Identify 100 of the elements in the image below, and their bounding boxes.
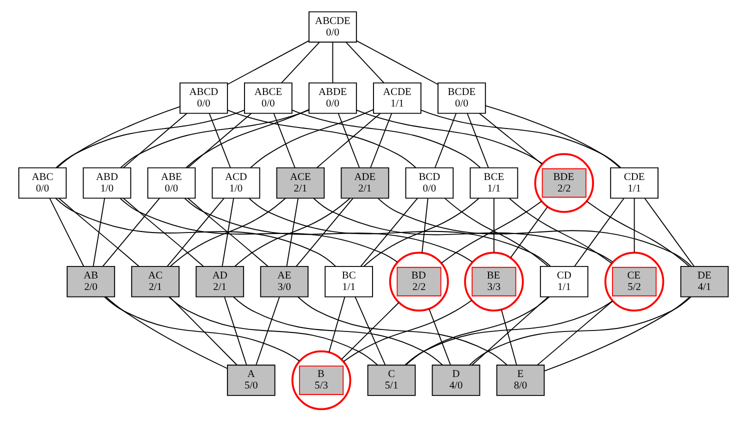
- connector: [536, 300, 614, 366]
- connector: [233, 296, 443, 366]
- connector: [370, 113, 392, 168]
- connector: [256, 296, 280, 366]
- node-box: CDE 1/1: [610, 167, 658, 199]
- connector: [273, 113, 296, 168]
- connector: [122, 198, 204, 267]
- node-box: ACDE 1/1: [373, 82, 422, 114]
- connector: [356, 40, 438, 85]
- node-circle: CE 5/2: [604, 252, 664, 312]
- node-box: BCE 1/1: [470, 167, 518, 199]
- connector: [332, 42, 334, 84]
- connector: [343, 300, 472, 362]
- connector: [187, 198, 268, 267]
- connector: [346, 42, 384, 84]
- node-circle: BDE 2/2: [534, 153, 594, 213]
- connector: [644, 198, 695, 267]
- connector: [428, 308, 451, 366]
- node-box: AE 3/0: [260, 266, 309, 298]
- node-box: ABCDE 0/0: [308, 11, 357, 43]
- connector: [186, 109, 310, 168]
- connector: [434, 113, 457, 168]
- connector: [122, 113, 188, 168]
- connector: [338, 113, 360, 168]
- connector: [405, 296, 550, 366]
- connector: [168, 296, 378, 366]
- connector: [92, 198, 106, 267]
- node-box: ABCD 0/0: [180, 82, 228, 114]
- node-box: ABDE 0/0: [308, 82, 357, 114]
- connector: [120, 198, 398, 262]
- connector: [508, 198, 612, 264]
- connector: [493, 198, 494, 253]
- connector: [544, 296, 690, 372]
- connector: [222, 198, 234, 267]
- connector: [248, 198, 551, 267]
- connector: [510, 206, 548, 258]
- node-box: AB 2/0: [66, 266, 116, 298]
- connector: [250, 109, 374, 168]
- node-box: ACE 2/1: [276, 167, 325, 199]
- connector: [227, 40, 310, 85]
- connector: [316, 113, 381, 168]
- connector: [574, 198, 624, 267]
- connector: [466, 113, 489, 168]
- node-box: A 5/0: [226, 364, 276, 396]
- connector: [500, 309, 518, 366]
- connector: [227, 110, 416, 168]
- connector: [479, 113, 542, 164]
- connector: [49, 198, 84, 267]
- connector: [292, 110, 481, 168]
- connector: [120, 110, 310, 168]
- connector: [296, 198, 354, 267]
- connector: [328, 296, 346, 353]
- connector: [208, 113, 231, 168]
- node-circle: BE 3/3: [464, 252, 524, 312]
- connector: [586, 200, 690, 267]
- node-box: D 4/0: [432, 364, 480, 396]
- connector: [55, 198, 336, 267]
- connector: [298, 296, 508, 366]
- connector: [469, 296, 692, 366]
- node-box: DE 4/1: [680, 266, 729, 298]
- node-box: ACD 1/0: [212, 167, 260, 199]
- node-box: C 5/1: [367, 364, 416, 396]
- node-box: BCD 0/0: [405, 167, 454, 199]
- connector: [104, 296, 300, 362]
- connector: [102, 198, 160, 267]
- node-box: ABD 1/0: [82, 167, 132, 199]
- connector: [56, 106, 180, 168]
- connector: [166, 198, 225, 267]
- connector: [234, 198, 350, 267]
- connector: [422, 198, 428, 254]
- connector: [420, 110, 622, 168]
- connector: [440, 200, 542, 264]
- connector: [313, 198, 613, 262]
- connector: [224, 296, 247, 366]
- connector: [187, 113, 252, 168]
- node-circle: B 5/3: [291, 350, 352, 410]
- connector: [354, 296, 386, 366]
- node-box: AD 2/1: [196, 266, 244, 298]
- connector: [184, 198, 473, 262]
- connector: [484, 105, 621, 168]
- node-box: E 8/0: [496, 364, 545, 396]
- connector: [356, 110, 543, 164]
- connector: [444, 198, 548, 267]
- node-box: AC 2/1: [131, 266, 180, 298]
- node-box: ABC 0/0: [18, 167, 67, 199]
- node-box: ABE 0/0: [147, 167, 196, 199]
- connector: [341, 302, 400, 360]
- connector: [363, 198, 480, 267]
- connector: [378, 198, 692, 267]
- node-box: BC 1/1: [324, 266, 374, 298]
- connector: [106, 296, 228, 369]
- connector: [170, 198, 286, 267]
- connector: [58, 198, 140, 267]
- connector: [281, 42, 320, 84]
- connector: [360, 198, 418, 267]
- connector: [56, 110, 245, 168]
- connector: [472, 296, 549, 366]
- node-box: ABCE 0/0: [244, 82, 292, 114]
- node-box: ADE 2/1: [340, 167, 390, 199]
- connector: [286, 198, 299, 267]
